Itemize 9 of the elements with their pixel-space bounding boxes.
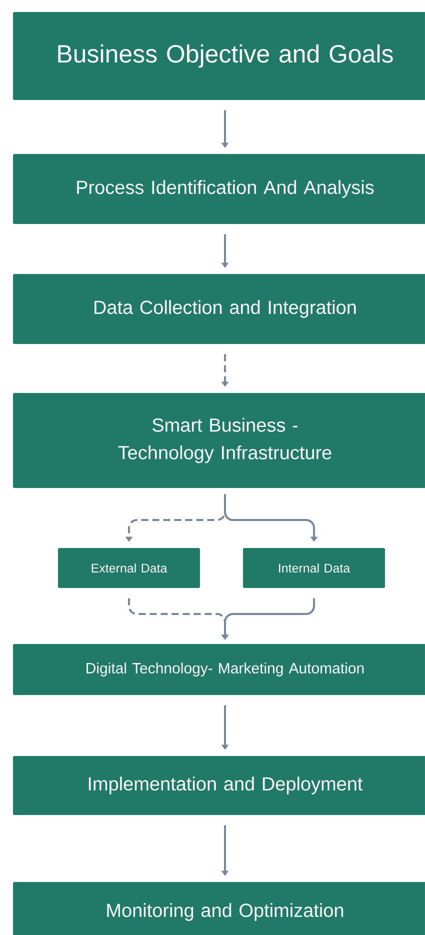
process-box: Monitoring and Optimization — [13, 882, 425, 935]
process-box: Data Collection and Integration — [13, 274, 425, 344]
process-box: Business Objective and Goals — [13, 12, 425, 100]
data-box: Internal Data — [243, 548, 385, 588]
data-box: External Data — [58, 548, 200, 588]
process-box: Smart Business - Technology Infrastructure — [13, 393, 425, 488]
process-box: Process Identification And Analysis — [13, 154, 425, 224]
process-box: Digital Technology- Marketing Automation — [13, 644, 425, 695]
process-box: Implementation and Deployment — [13, 756, 425, 815]
